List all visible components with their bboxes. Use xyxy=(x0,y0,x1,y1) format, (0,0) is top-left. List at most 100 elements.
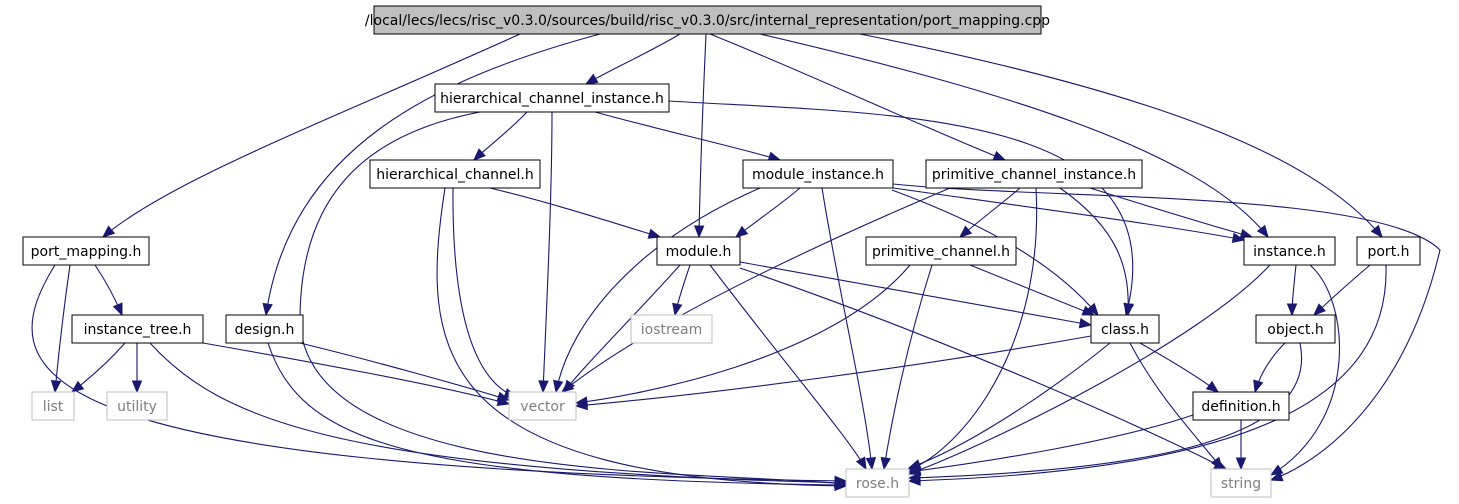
edge-arrowhead xyxy=(553,379,564,394)
edge-arrowhead xyxy=(1081,305,1096,316)
edge-pci-to-inst xyxy=(1089,187,1254,239)
edge-arrowhead xyxy=(131,380,143,394)
edge-arrowhead xyxy=(907,465,922,476)
edge-arrowhead xyxy=(50,380,62,394)
node-label: class.h xyxy=(1101,322,1149,338)
node-label: object.h xyxy=(1267,322,1323,338)
edge-line xyxy=(575,264,911,404)
edge-line xyxy=(1139,342,1219,393)
edge-design-to-rose xyxy=(267,342,848,491)
node-utility[interactable]: utility xyxy=(106,391,168,421)
edge-arrowhead xyxy=(1086,302,1099,317)
edge-it-to-list xyxy=(70,342,126,393)
edge-line xyxy=(908,342,1303,479)
node-label: hierarchical_channel.h xyxy=(376,167,534,183)
edge-hc-to-vector xyxy=(452,187,518,398)
edge-arrowhead xyxy=(1370,224,1383,239)
edge-line xyxy=(908,187,1038,471)
edge-arrowhead xyxy=(1123,303,1134,317)
edge-pm-to-list xyxy=(50,264,71,394)
edge-line xyxy=(709,33,1006,161)
edge-mod-to-class xyxy=(739,261,1093,329)
node-port-h[interactable]: port.h xyxy=(1356,236,1421,266)
node-label: list xyxy=(43,399,64,415)
edge-arrowhead xyxy=(101,225,116,238)
edge-line xyxy=(859,33,1383,238)
edge-arrowhead xyxy=(907,472,921,483)
node-label: port.h xyxy=(1367,244,1409,260)
node-primitive-channel-instance-h[interactable]: primitive_channel_instance.h xyxy=(925,159,1143,189)
node-design-h[interactable]: design.h xyxy=(225,314,304,344)
edge-class-to-vector xyxy=(574,335,1092,411)
node-label: string xyxy=(1221,476,1261,492)
edge-line xyxy=(149,342,847,484)
edge-arrowhead xyxy=(1269,464,1284,476)
edge-line xyxy=(31,264,847,482)
node-label: definition.h xyxy=(1201,399,1280,415)
edge-class-to-definition xyxy=(1139,342,1220,393)
edge-mi-to-string xyxy=(892,183,1441,482)
node-vector[interactable]: vector xyxy=(508,391,577,421)
edge-line xyxy=(1129,342,1223,470)
edge-pc-to-class xyxy=(969,264,1096,316)
edge-arrowhead xyxy=(1078,317,1093,329)
edge-hci-to-hc xyxy=(473,111,528,161)
node-string[interactable]: string xyxy=(1210,468,1272,498)
edge-arrowhead xyxy=(538,380,549,394)
node-iostream[interactable]: iostream xyxy=(630,314,713,344)
node-root-file[interactable]: /local/lecs/lecs/risc_v0.3.0/sources/bui… xyxy=(365,5,1050,35)
edge-mi-to-inst xyxy=(892,187,1246,244)
node-module-instance-h[interactable]: module_instance.h xyxy=(742,159,894,189)
edge-hci-to-mi xyxy=(594,111,782,162)
edge-line xyxy=(436,187,847,487)
node-hierarchical-channel-h[interactable]: hierarchical_channel.h xyxy=(369,159,541,189)
node-class-h[interactable]: class.h xyxy=(1090,314,1160,344)
edge-line xyxy=(739,261,1092,326)
edge-arrowhead xyxy=(647,228,662,239)
node-port-mapping-h[interactable]: port_mapping.h xyxy=(22,236,150,266)
node-module-h[interactable]: module.h xyxy=(656,236,741,266)
edge-arrowhead xyxy=(70,380,85,393)
node-rose-h[interactable]: rose.h xyxy=(845,468,910,498)
edge-line xyxy=(452,187,517,398)
edge-root-to-inst xyxy=(759,33,1269,239)
edge-line xyxy=(735,187,801,238)
edge-pci-to-pc xyxy=(958,187,1021,238)
edge-root-to-port xyxy=(859,33,1383,239)
edge-pci-to-vector xyxy=(560,187,951,393)
node-instance-tree-h[interactable]: instance_tree.h xyxy=(71,314,204,344)
edges-layer xyxy=(31,33,1441,492)
edge-line xyxy=(54,264,71,393)
node-list[interactable]: list xyxy=(31,391,75,421)
node-instance-h[interactable]: instance.h xyxy=(1243,236,1336,266)
edge-line xyxy=(1270,264,1340,476)
node-definition-h[interactable]: definition.h xyxy=(1192,391,1290,421)
edge-line xyxy=(542,111,553,393)
node-primitive-channel-h[interactable]: primitive_channel.h xyxy=(865,236,1017,266)
edge-arrowhead xyxy=(1253,379,1264,394)
edge-hc-to-mod xyxy=(489,187,662,239)
node-label: module_instance.h xyxy=(752,167,884,183)
node-hierarchical-channel-instance-h[interactable]: hierarchical_channel_instance.h xyxy=(434,83,670,113)
edge-line xyxy=(668,100,1134,316)
node-object-h[interactable]: object.h xyxy=(1255,314,1336,344)
node-label: instance_tree.h xyxy=(84,322,192,338)
edge-line xyxy=(821,187,873,470)
edge-arrowhead xyxy=(1286,303,1298,317)
edge-root-to-mod xyxy=(693,33,707,239)
node-label: module.h xyxy=(666,244,732,260)
node-label: instance.h xyxy=(1253,244,1326,260)
edge-line xyxy=(563,264,681,393)
edge-pci-to-rose xyxy=(907,187,1038,471)
edge-arrowhead xyxy=(1313,303,1326,316)
edge-definition-to-rose xyxy=(907,414,1194,476)
edge-arrowhead xyxy=(958,225,973,238)
node-label: primitive_channel.h xyxy=(872,244,1010,260)
edge-arrowhead xyxy=(992,150,1007,161)
edge-line xyxy=(594,111,781,161)
edge-line xyxy=(891,189,1099,316)
edge-line xyxy=(892,183,1441,481)
edge-line xyxy=(102,33,521,238)
edge-inst-to-object xyxy=(1286,264,1298,317)
